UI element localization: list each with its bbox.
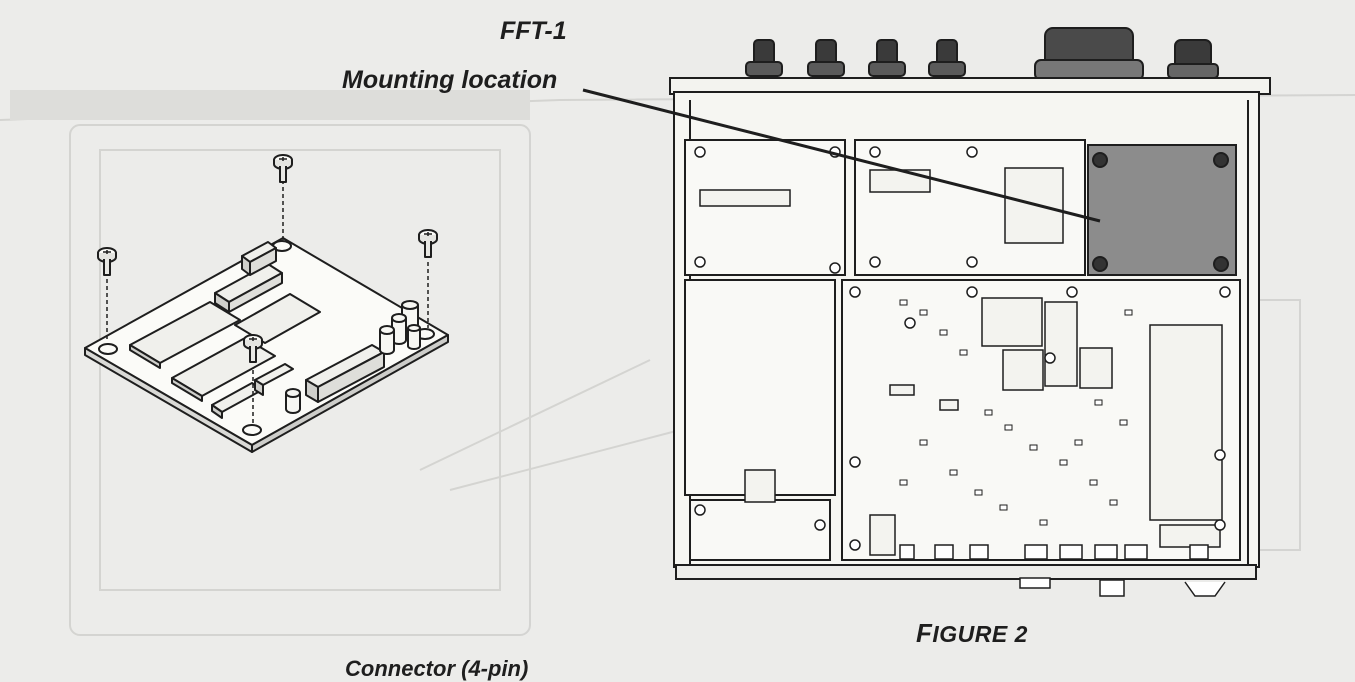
figure-caption-text: IGURE 2 bbox=[932, 621, 1028, 647]
mounting-screws bbox=[97, 154, 438, 424]
front-knobs bbox=[745, 27, 1219, 81]
screw bbox=[97, 247, 117, 276]
connector-caption: Connector (4-pin) bbox=[345, 656, 529, 681]
callout-subtitle: Mounting location bbox=[342, 66, 558, 94]
screw bbox=[418, 229, 438, 258]
rear-connectors bbox=[899, 544, 1226, 597]
chassis-screws bbox=[694, 146, 1231, 551]
callout-title: FFT-1 bbox=[500, 17, 567, 45]
screw bbox=[243, 334, 263, 363]
callout-leader-line bbox=[582, 88, 1101, 223]
fft1-board-drawing bbox=[84, 154, 449, 453]
smd-parts bbox=[899, 299, 1133, 526]
capacitors bbox=[285, 300, 421, 414]
transceiver-top-view bbox=[669, 27, 1271, 597]
screw bbox=[273, 154, 293, 183]
figure-caption-initial: F bbox=[916, 618, 933, 648]
pcb-components bbox=[699, 167, 1223, 556]
figure-caption: FIGURE 2 bbox=[916, 618, 1028, 649]
fft1-mount-area bbox=[1087, 144, 1237, 276]
